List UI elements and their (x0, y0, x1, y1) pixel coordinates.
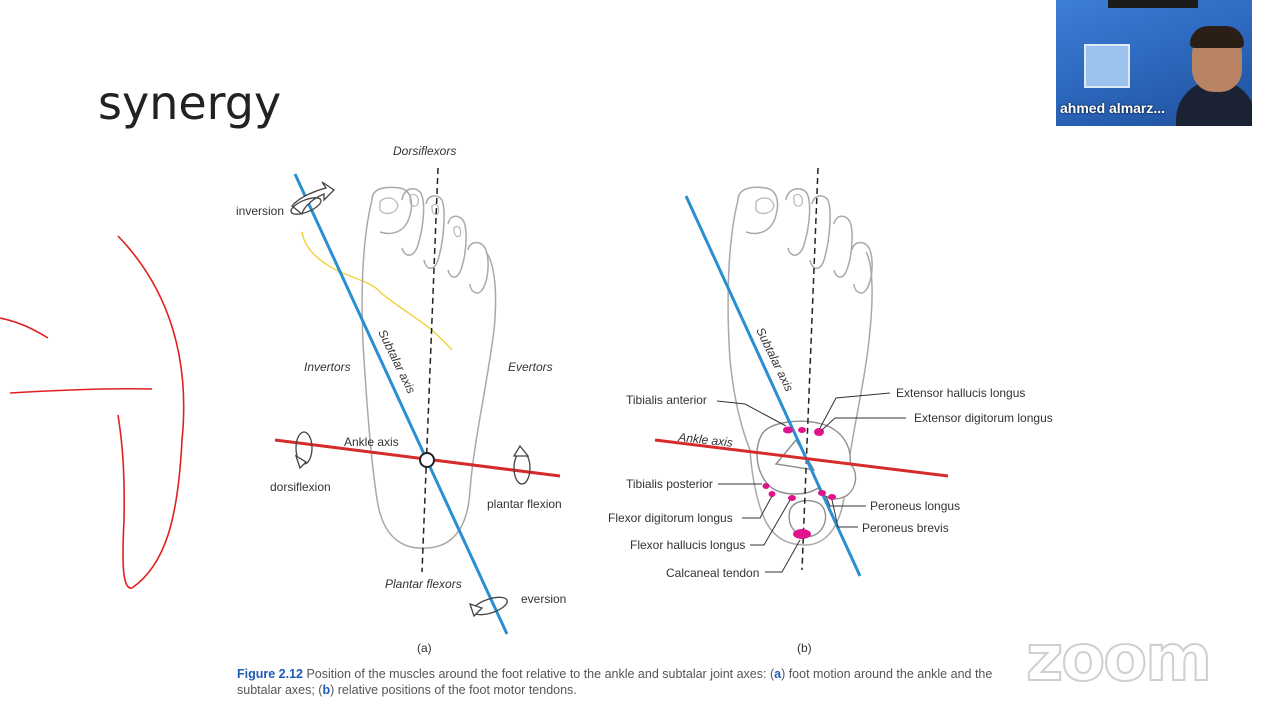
video-background-window (1084, 44, 1130, 88)
calcaneal-tendon-label: Calcaneal tendon (666, 566, 759, 580)
figure-caption: Figure 2.12 Position of the muscles arou… (237, 666, 1027, 698)
tibialis-anterior-label: Tibialis anterior (626, 393, 707, 407)
extensor-digitorum-longus-label: Extensor digitorum longus (914, 411, 1053, 425)
plantar-flexors-label: Plantar flexors (385, 577, 462, 591)
panel-b-label: (b) (797, 641, 812, 655)
zoom-watermark-logo: zoom (1026, 622, 1210, 696)
eversion-label: eversion (521, 592, 566, 606)
ankle-axis-a (275, 440, 560, 476)
participant-video[interactable]: ahmed almarz... (1056, 0, 1252, 126)
panel-a-label: (a) (417, 641, 432, 655)
caption-text-3: ) relative positions of the foot motor t… (330, 683, 577, 697)
ankle-axis-label-a: Ankle axis (344, 435, 399, 449)
extensor-hallucis-longus-label: Extensor hallucis longus (896, 386, 1025, 400)
inversion-label: inversion (236, 204, 284, 218)
caption-ref-b: b (322, 683, 330, 697)
axis-intersection (420, 453, 434, 467)
caption-text-1: Position of the muscles around the foot … (303, 667, 774, 681)
peroneus-brevis-label: Peroneus brevis (862, 521, 949, 535)
midline-a (422, 168, 438, 572)
toenails-a (380, 194, 461, 236)
plantar-flexion-arrow-icon (514, 446, 530, 484)
figure-ref: Figure 2.12 (237, 667, 303, 681)
foot-outline-a (362, 187, 496, 548)
participant-name: ahmed almarz... (1060, 100, 1165, 116)
video-background-shelf (1108, 0, 1198, 8)
participant-hair (1190, 26, 1244, 48)
peroneus-longus-label: Peroneus longus (870, 499, 960, 513)
dorsiflexion-label: dorsiflexion (270, 480, 331, 494)
flexor-hallucis-longus-label: Flexor hallucis longus (630, 538, 745, 552)
flexor-digitorum-longus-label: Flexor digitorum longus (608, 511, 733, 525)
toenails-b (756, 194, 802, 213)
evertors-label: Evertors (508, 360, 553, 374)
dorsiflexion-arrow-icon (296, 432, 312, 468)
dorsiflexors-label: Dorsiflexors (393, 144, 456, 158)
red-annotation (0, 236, 184, 588)
ankle-axis-label-b: Ankle axis (677, 430, 734, 450)
plantar-flexion-label: plantar flexion (487, 497, 562, 511)
tibialis-posterior-label: Tibialis posterior (626, 477, 713, 491)
invertors-label: Invertors (304, 360, 351, 374)
